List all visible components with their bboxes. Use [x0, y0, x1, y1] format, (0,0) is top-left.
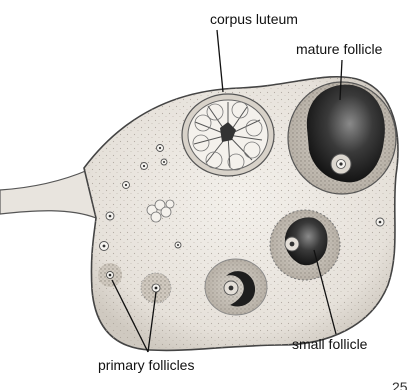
label-mature-follicle: mature follicle: [296, 41, 383, 57]
label-small-follicle: small follicle: [292, 336, 368, 352]
label-primary-follicles: primary follicles: [98, 357, 194, 373]
small-follicle: [270, 210, 340, 280]
ovarian-ligament: [0, 170, 96, 218]
label-corpus-luteum: corpus luteum: [210, 11, 298, 27]
corpus-luteum: [182, 94, 274, 176]
growing-follicle: [205, 259, 267, 315]
mature-follicle: [288, 82, 396, 194]
primary-follicle-1: [98, 263, 122, 287]
leader-corpus-luteum: [217, 30, 223, 92]
page-number: 25: [392, 379, 408, 390]
primary-follicle-2: [141, 273, 171, 303]
